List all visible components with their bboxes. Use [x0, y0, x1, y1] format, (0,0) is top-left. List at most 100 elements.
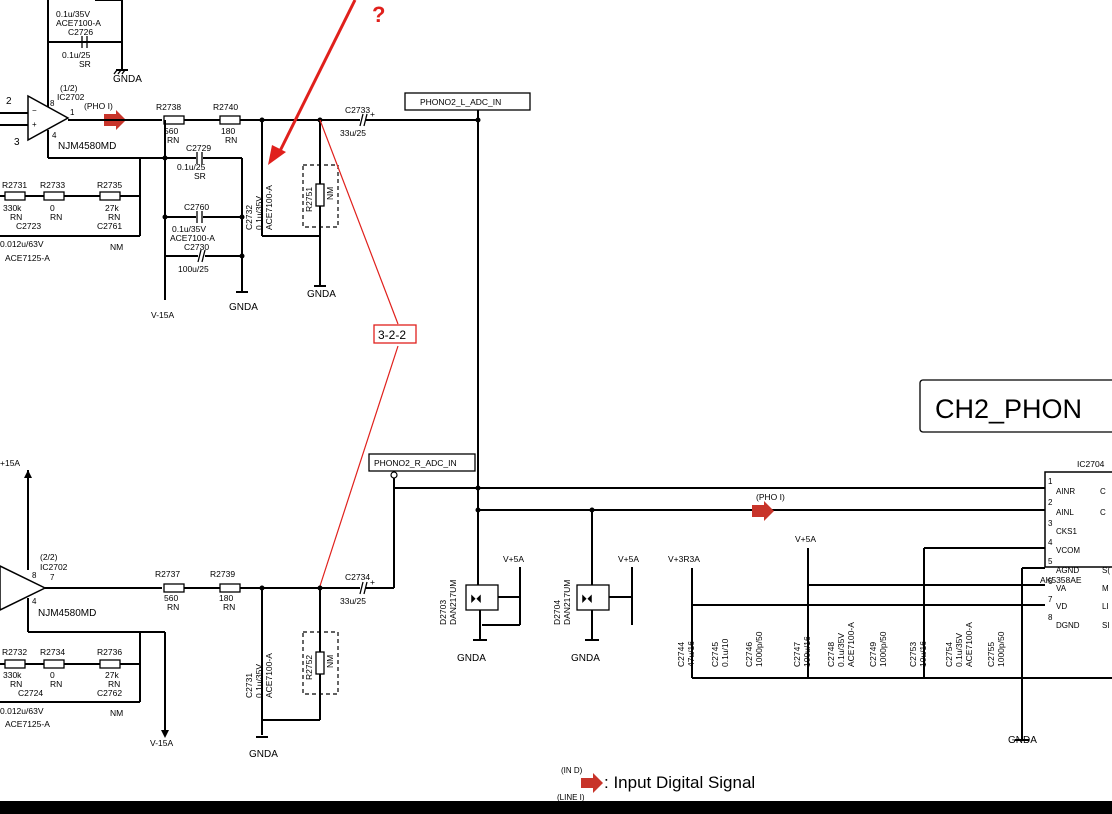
r2731-resistor [4, 191, 26, 201]
tag-box [373, 324, 417, 344]
pin1: 1 [70, 108, 75, 117]
r2737-resistor [163, 583, 185, 593]
r2739-label: R2739 [210, 569, 235, 579]
c2753-value: 10u/16 [918, 641, 928, 667]
c2747-group: C2747 100u/16 [792, 636, 812, 667]
adc-ref: IC2704 [1077, 459, 1105, 469]
v5a-label: V+5A [503, 554, 524, 564]
red-annotation: ? 3-2-2 [268, 0, 417, 587]
legend-in-d: (IN D) [561, 766, 583, 775]
c2754-label: C2754 [944, 642, 954, 667]
c2731-group: C2731 0.1u/35V ACE7100-A [244, 653, 274, 698]
pin-name: DGND [1056, 621, 1080, 630]
r2734-value: 0 [50, 670, 55, 680]
c2760-value: 0.1u/35V [172, 224, 206, 234]
tag-label: 3-2-2 [378, 328, 406, 342]
adc-ic [1044, 471, 1112, 568]
r2737-rn: RN [167, 602, 179, 612]
cap-plate [363, 113, 368, 127]
pin-right: M [1102, 584, 1109, 593]
r2752-resistor [315, 651, 325, 675]
r2735-value: 27k [105, 203, 119, 213]
r2736-label: R2736 [97, 647, 122, 657]
c2726-value: 0.1u/25 [62, 50, 91, 60]
r2751-group: R2751 [304, 187, 314, 212]
pin7: 7 [50, 573, 55, 582]
r2738-value: 560 [164, 126, 178, 136]
arrow-up-icon [24, 470, 32, 478]
r2735-label: R2735 [97, 180, 122, 190]
pin2: 2 [6, 96, 12, 107]
c2734-label: C2734 [345, 572, 370, 582]
r2736-value: 27k [105, 670, 119, 680]
r2732-label: R2732 [2, 647, 27, 657]
pin4: 4 [52, 131, 57, 140]
diode-icon: ⏵⏴ [581, 592, 593, 606]
d2704-part: DAN217UM [562, 580, 572, 625]
red-line [319, 119, 399, 325]
r2736-resistor [99, 659, 121, 669]
r2731-rn: RN [10, 212, 22, 222]
pin-num: 5 [1048, 557, 1053, 566]
junction [475, 117, 481, 123]
net-phono-r: PHONO2_R_ADC_IN [374, 458, 457, 468]
opamp-unit: (1/2) [60, 83, 78, 93]
pin-num: 4 [1048, 538, 1053, 547]
r2734-resistor [43, 659, 65, 669]
net-node [390, 471, 398, 479]
pin-name: AINR [1056, 487, 1075, 496]
r2752-label: R2752 [304, 655, 314, 680]
annotation-arrow [276, 0, 357, 156]
pin-right: SI [1102, 621, 1110, 630]
pin3: 3 [14, 137, 20, 148]
c2761-label: C2761 [97, 221, 122, 231]
r2737-label: R2737 [155, 569, 180, 579]
pin-num: 7 [1048, 595, 1053, 604]
pin8: 8 [50, 99, 55, 108]
r2752-group: R2752 [304, 655, 314, 680]
c2724-part: ACE7125-A [5, 719, 50, 729]
gnd-hatch [121, 69, 126, 75]
r2751-resistor [315, 183, 325, 207]
pin-name: CKS1 [1056, 527, 1077, 536]
c2749-group: C2749 1000p/50 [868, 631, 888, 667]
opamp-top [27, 94, 70, 142]
r2751-nm-group: NM [325, 187, 335, 200]
c2749-value: 1000p/50 [878, 631, 888, 667]
r2735-resistor [99, 191, 121, 201]
d2704-group: D2704 DAN217UM [552, 580, 572, 625]
r2738-resistor [163, 115, 185, 125]
c2723-label: C2723 [16, 221, 41, 231]
c2744-group: C2744 47u/16 [676, 641, 696, 667]
c2747-value: 100u/16 [802, 636, 812, 667]
plus-sign: + [32, 120, 37, 129]
junction [589, 507, 595, 513]
d2703-label: D2703 [438, 600, 448, 625]
r2737-value: 560 [164, 593, 178, 603]
junction [239, 214, 245, 220]
c2749-label: C2749 [868, 642, 878, 667]
d2704-label: D2704 [552, 600, 562, 625]
c2762-nm: NM [110, 708, 123, 718]
r2739-resistor [219, 583, 241, 593]
r2731-label: R2731 [2, 180, 27, 190]
legend-line: (LINE I) [557, 793, 585, 801]
pho-label: (PHO I) [84, 101, 113, 111]
c2748-group: C2748 0.1u/35V ACE7100-A [826, 622, 856, 667]
r2740-label: R2740 [213, 102, 238, 112]
r2738-label: R2738 [156, 102, 181, 112]
pin-right: C [1100, 508, 1106, 517]
gnda-label: GNDA [457, 653, 486, 664]
diode-icon: ⏵⏴ [470, 592, 482, 606]
c2730-label: C2730 [184, 242, 209, 252]
arrow-down-icon [161, 730, 169, 738]
bottom-section: +15A (2/2) IC2702 8 7 4 NJM4580MD V-15A … [0, 117, 1112, 760]
plus-sign: + [370, 577, 375, 587]
cap-plate [359, 113, 364, 127]
pin8: 8 [32, 571, 37, 580]
minus-sign: − [32, 106, 37, 115]
title-text: CH2_PHON [935, 394, 1082, 424]
net-label-box [404, 92, 531, 111]
opamp-ref: IC2702 [57, 92, 85, 102]
junction [475, 485, 481, 491]
